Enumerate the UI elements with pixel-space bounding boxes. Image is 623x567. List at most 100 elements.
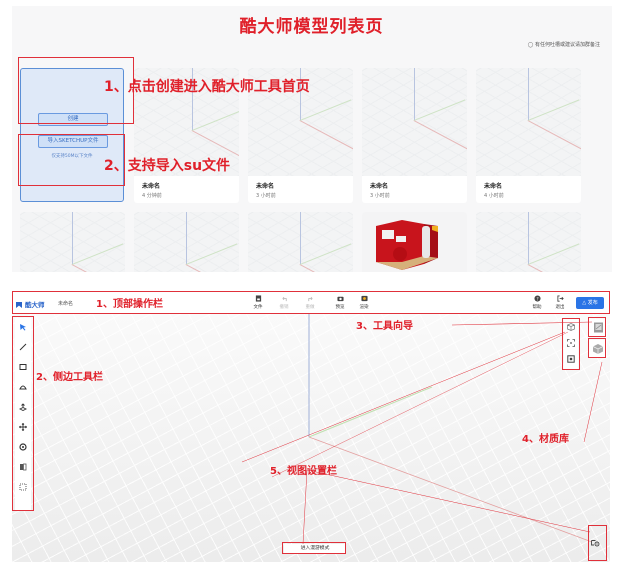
frame-icon[interactable] — [567, 355, 575, 363]
feedback-link[interactable]: ◯ 有任何吐槽或建议请加群备注 — [527, 42, 600, 48]
page-title: 酷大师模型列表页 — [239, 17, 384, 37]
material-library-icon — [593, 322, 603, 333]
redo-button[interactable]: 重做 — [300, 295, 320, 310]
line-icon — [19, 343, 27, 351]
model-card[interactable] — [20, 212, 125, 272]
model-card[interactable]: 未命名 3 小时前 — [248, 68, 353, 203]
annotation-create: 1、点击创建进入酷大师工具首页 — [104, 79, 310, 95]
file-button[interactable]: 文件 — [248, 295, 268, 310]
annotation-sidebar: 2、侧边工具栏 — [36, 372, 103, 383]
model-time: 4 分钟前 — [142, 193, 162, 199]
tool-array[interactable] — [15, 480, 31, 494]
model-thumbnail — [248, 212, 353, 272]
annotation-viewsettings: 5、视图设置栏 — [270, 466, 337, 477]
render-button[interactable]: 渲染 — [354, 295, 374, 310]
app-logo[interactable]: 酷大师 — [16, 299, 45, 309]
model-card[interactable]: 未命名 4 分钟前 — [134, 68, 239, 203]
view-guide-toolbar — [564, 319, 578, 369]
array-icon — [19, 483, 27, 491]
zoom-fit-icon[interactable] — [567, 339, 575, 347]
create-card: 创建 导入SKETCHUP文件 仅支持50M以下文件 — [20, 68, 124, 202]
help-icon: ? — [533, 295, 541, 302]
model-card[interactable] — [476, 212, 581, 272]
annotation-box-topbar — [12, 291, 610, 314]
offset-icon — [20, 463, 27, 471]
annotation-box-viewguide — [562, 318, 580, 370]
annotation-box-sidebar — [12, 316, 34, 511]
model-thumbnail — [476, 68, 581, 176]
annotation-box-roam — [282, 542, 346, 554]
annotation-box-create — [18, 57, 134, 124]
tool-rotate[interactable] — [15, 440, 31, 454]
enter-roam-mode-button[interactable]: 进入漫游模式 — [284, 544, 346, 554]
import-sketchup-button[interactable]: 导入SKETCHUP文件 — [38, 135, 108, 148]
model-thumbnail — [20, 212, 125, 272]
top-toolbar: 酷大师 未命名 文件 撤销 重做 预览 渲染 ? 帮助 退出 — [12, 292, 610, 314]
camera-settings-icon — [590, 540, 599, 547]
svg-text:?: ? — [536, 296, 539, 302]
model-name: 未命名 — [142, 183, 161, 190]
components-panel-button[interactable] — [589, 340, 607, 358]
redo-icon — [307, 296, 313, 302]
tool-push-pull[interactable] — [15, 400, 31, 414]
annotation-box-import — [18, 134, 125, 186]
model-name: 未命名 — [484, 183, 503, 190]
viewport-canvas[interactable] — [12, 292, 610, 562]
tool-select[interactable] — [15, 320, 31, 334]
tool-offset[interactable] — [15, 460, 31, 474]
arc-icon — [19, 385, 27, 390]
model-time: 3 小时前 — [256, 193, 276, 199]
view-cube-icon[interactable] — [567, 323, 575, 331]
render-icon — [360, 295, 368, 302]
select-icon — [20, 324, 26, 331]
undo-icon — [281, 296, 287, 302]
import-hint: 仅支持50M以下文件 — [51, 154, 93, 159]
annotation-topbar: 1、顶部操作栏 — [96, 299, 163, 310]
annotation-material: 4、材质库 — [522, 434, 569, 445]
annotation-leaders — [241, 321, 603, 545]
model-thumbnail — [248, 68, 353, 176]
model-card[interactable] — [134, 212, 239, 272]
push-pull-icon — [19, 403, 27, 411]
editor-workspace: 酷大师 未命名 文件 撤销 重做 预览 渲染 ? 帮助 退出 — [12, 292, 610, 562]
model-card[interactable]: 未命名 4 小时前 — [476, 68, 581, 203]
components-icon — [592, 344, 604, 354]
help-button[interactable]: ? 帮助 — [527, 295, 547, 310]
document-name[interactable]: 未命名 — [58, 301, 74, 307]
model-thumbnail — [476, 212, 581, 272]
rotate-icon — [19, 443, 27, 451]
upload-icon: △ — [582, 300, 588, 306]
publish-button[interactable]: △ 发布 — [576, 297, 604, 309]
preview-button[interactable]: 预览 — [330, 295, 350, 310]
scene-axes — [308, 314, 593, 543]
annotation-import: 2、支持导入su文件 — [104, 158, 231, 174]
model-thumbnail-booth — [362, 212, 467, 272]
booth-model-preview — [376, 220, 438, 270]
file-icon — [255, 295, 261, 302]
model-name: 未命名 — [370, 183, 389, 190]
model-card[interactable] — [362, 212, 467, 272]
exit-icon — [556, 295, 564, 302]
annotation-toolguide: 3、工具向导 — [356, 321, 413, 332]
material-panel-button[interactable] — [589, 319, 607, 337]
tool-arc[interactable] — [15, 380, 31, 394]
side-toolbar — [15, 318, 31, 510]
model-thumbnail — [134, 212, 239, 272]
tool-line[interactable] — [15, 340, 31, 354]
rectangle-icon — [19, 364, 27, 370]
model-name: 未命名 — [256, 183, 275, 190]
model-time: 3 小时前 — [370, 193, 390, 199]
annotation-box-material — [588, 317, 606, 337]
annotation-box-components — [588, 338, 606, 358]
model-thumbnail — [134, 68, 239, 176]
model-time: 4 小时前 — [484, 193, 504, 199]
model-card[interactable] — [248, 212, 353, 272]
model-thumbnail — [362, 68, 467, 176]
view-settings-button[interactable] — [588, 536, 602, 550]
tool-move[interactable] — [15, 420, 31, 434]
exit-button[interactable]: 退出 — [550, 295, 570, 310]
model-card[interactable]: 未命名 3 小时前 — [362, 68, 467, 203]
tool-rectangle[interactable] — [15, 360, 31, 374]
undo-button[interactable]: 撤销 — [274, 295, 294, 310]
create-button[interactable]: 创建 — [38, 113, 108, 126]
